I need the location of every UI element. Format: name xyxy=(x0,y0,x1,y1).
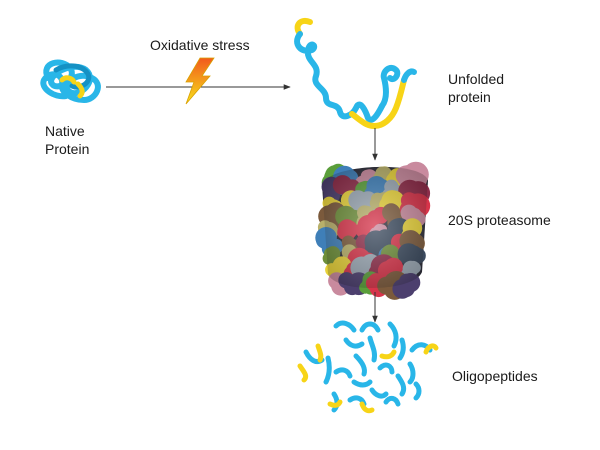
unfolded-protein-label-line1: Unfolded xyxy=(448,71,505,87)
oligopeptides-illustration xyxy=(297,320,439,414)
proteasome-illustration xyxy=(315,161,431,300)
unfolded-protein-label-line2: protein xyxy=(448,89,491,105)
proteasome-label: 20S proteasome xyxy=(448,212,551,228)
native-protein-label-line1: Native xyxy=(45,123,85,139)
unfolded-protein-illustration xyxy=(294,18,417,130)
proteasome-shading xyxy=(322,166,428,289)
unfolded-protein-label: Unfolded protein xyxy=(448,70,504,106)
lightning-bolt-icon xyxy=(185,57,215,105)
oxidative-stress-label: Oxidative stress xyxy=(150,37,250,53)
native-protein-label: Native Protein xyxy=(45,122,89,158)
native-protein-illustration xyxy=(40,59,101,103)
oligopeptides-label: Oligopeptides xyxy=(452,368,538,384)
native-protein-label-line2: Protein xyxy=(45,141,90,157)
